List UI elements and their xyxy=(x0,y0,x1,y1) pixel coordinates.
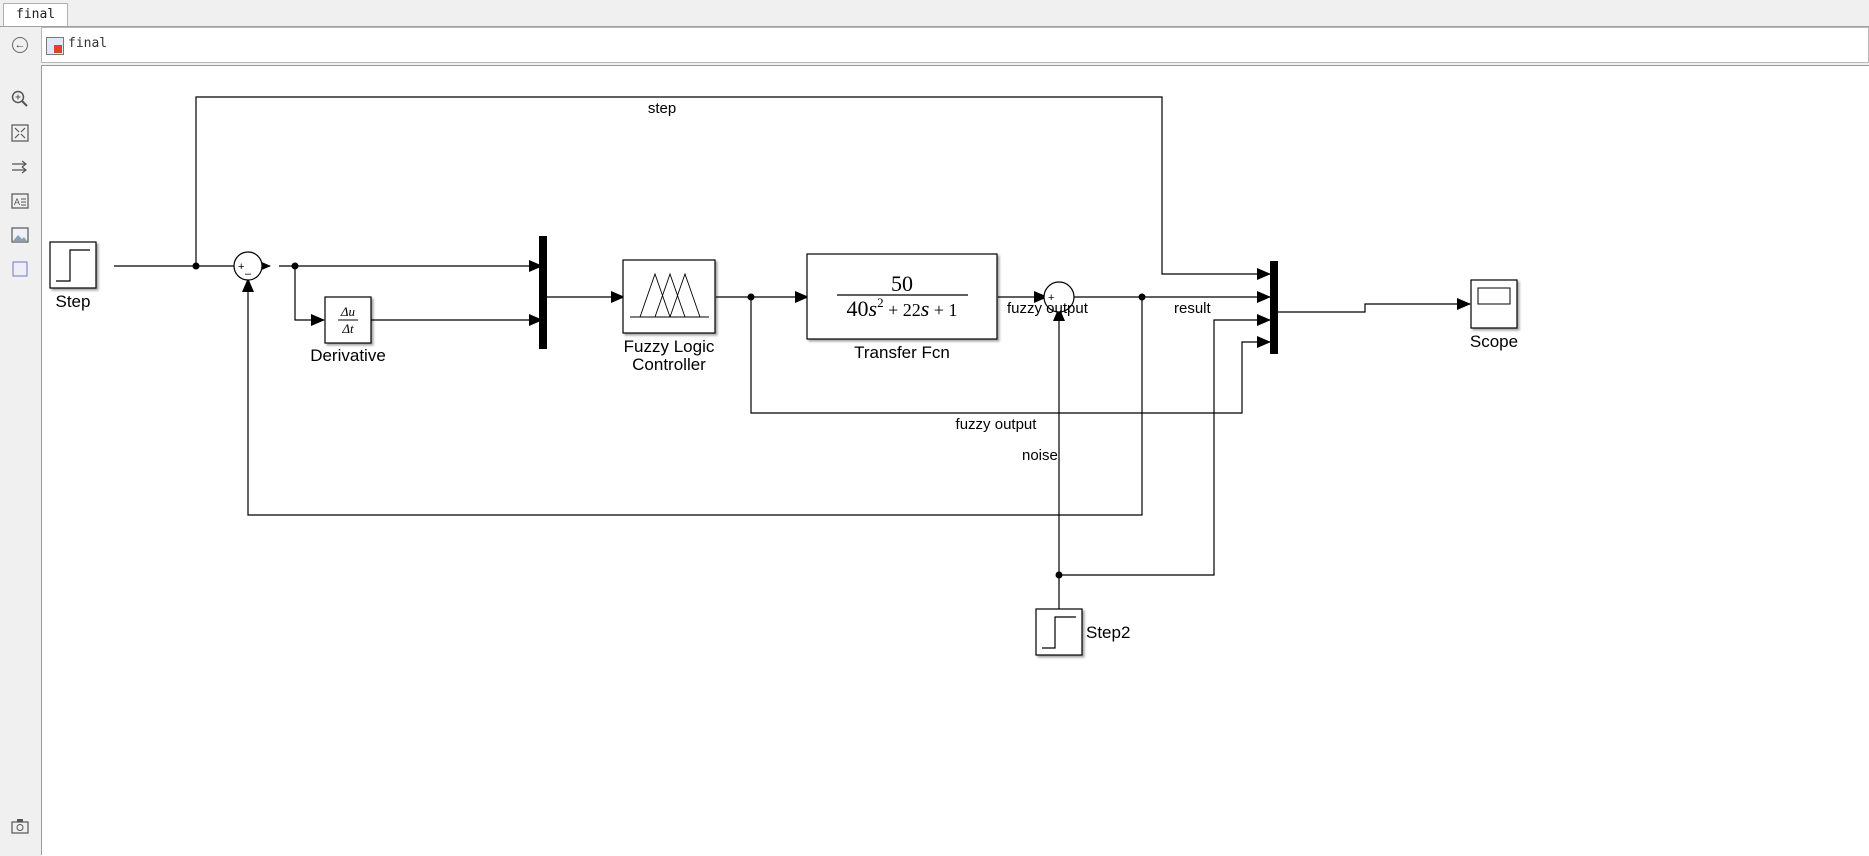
derivative-numerator: Δu xyxy=(340,304,356,319)
derivative-denominator: Δt xyxy=(341,321,354,336)
tf-denominator: 40s2 + 22s + 1 xyxy=(847,295,958,321)
line-result-feedback[interactable] xyxy=(242,278,1143,516)
mux-block-1[interactable] xyxy=(539,236,547,349)
image-icon[interactable] xyxy=(10,225,30,245)
scope-label: Scope xyxy=(1470,332,1518,351)
editor-tabbar: final xyxy=(0,0,1869,27)
mux-block-2[interactable] xyxy=(1270,261,1278,354)
signal-label-fuzzy-output-top[interactable]: fuzzy output xyxy=(1007,300,1089,317)
breadcrumb: final xyxy=(68,36,108,51)
address-bar: ← final xyxy=(0,27,1869,65)
scope-block[interactable] xyxy=(1470,279,1518,329)
sum2-plus-sign: + xyxy=(1048,292,1054,304)
tf-den-var-b: s xyxy=(921,296,930,321)
step2-block[interactable] xyxy=(1035,608,1083,656)
line-error-to-derivative[interactable] xyxy=(294,266,325,326)
line-step-to-mux2[interactable] xyxy=(195,96,1271,280)
model-browser-path[interactable]: final xyxy=(41,27,1869,63)
step-label: Step xyxy=(56,292,91,311)
model-icon xyxy=(46,37,64,55)
sum-block-1[interactable] xyxy=(233,251,263,281)
transfer-fcn-block[interactable] xyxy=(806,253,998,340)
signal-label-fuzzy-output-bottom[interactable]: fuzzy output xyxy=(956,416,1038,433)
model-tab[interactable]: final xyxy=(3,3,69,26)
back-arrow-icon[interactable]: ← xyxy=(12,37,28,53)
line-step2-to-mux2[interactable] xyxy=(1059,314,1271,576)
line-mux2-to-scope[interactable] xyxy=(1278,298,1471,313)
branch-point xyxy=(1055,571,1063,579)
tf-den-const: + 1 xyxy=(929,300,957,320)
route-lines-icon[interactable] xyxy=(10,157,30,177)
derivative-block[interactable] xyxy=(324,296,372,344)
signal-label-result[interactable]: result xyxy=(1174,300,1212,317)
branch-point xyxy=(291,262,299,270)
derivative-label: Derivative xyxy=(310,346,386,365)
svg-text:A: A xyxy=(14,197,20,207)
step-block[interactable] xyxy=(49,241,97,289)
area-icon[interactable] xyxy=(10,259,30,279)
sum-block-2[interactable] xyxy=(1043,281,1075,313)
sum1-plus-sign: + xyxy=(238,261,244,273)
sum1-minus-sign: – xyxy=(245,268,252,280)
screenshot-icon[interactable] xyxy=(10,816,30,836)
tf-den-var-a: s xyxy=(869,296,878,321)
signal-label-step[interactable]: step xyxy=(648,100,676,117)
annotation-icon[interactable]: A xyxy=(10,191,30,211)
flc-label-line2: Controller xyxy=(632,355,706,374)
tf-den-coef-a: 40 xyxy=(847,296,869,321)
transfer-fcn-label: Transfer Fcn xyxy=(854,343,950,362)
branch-point xyxy=(1138,293,1146,301)
fuzzy-logic-controller-block[interactable] xyxy=(622,259,716,334)
line-flc-to-mux2[interactable] xyxy=(750,297,1271,414)
flc-label-line1: Fuzzy Logic xyxy=(624,337,715,356)
tf-den-exponent: 2 xyxy=(877,295,884,310)
zoom-icon[interactable] xyxy=(10,89,30,109)
tool-palette: A xyxy=(0,65,42,855)
branch-point xyxy=(192,262,200,270)
diagram-canvas[interactable]: Step + – Δu Δt Derivative Fuzzy Logic Co… xyxy=(42,65,1869,856)
branch-point xyxy=(747,293,755,301)
fit-to-view-icon[interactable] xyxy=(10,123,30,143)
tf-den-coef-b: + 22 xyxy=(884,300,921,320)
tf-numerator: 50 xyxy=(891,271,913,296)
step2-label: Step2 xyxy=(1086,623,1130,642)
signal-label-noise[interactable]: noise xyxy=(1022,447,1058,464)
